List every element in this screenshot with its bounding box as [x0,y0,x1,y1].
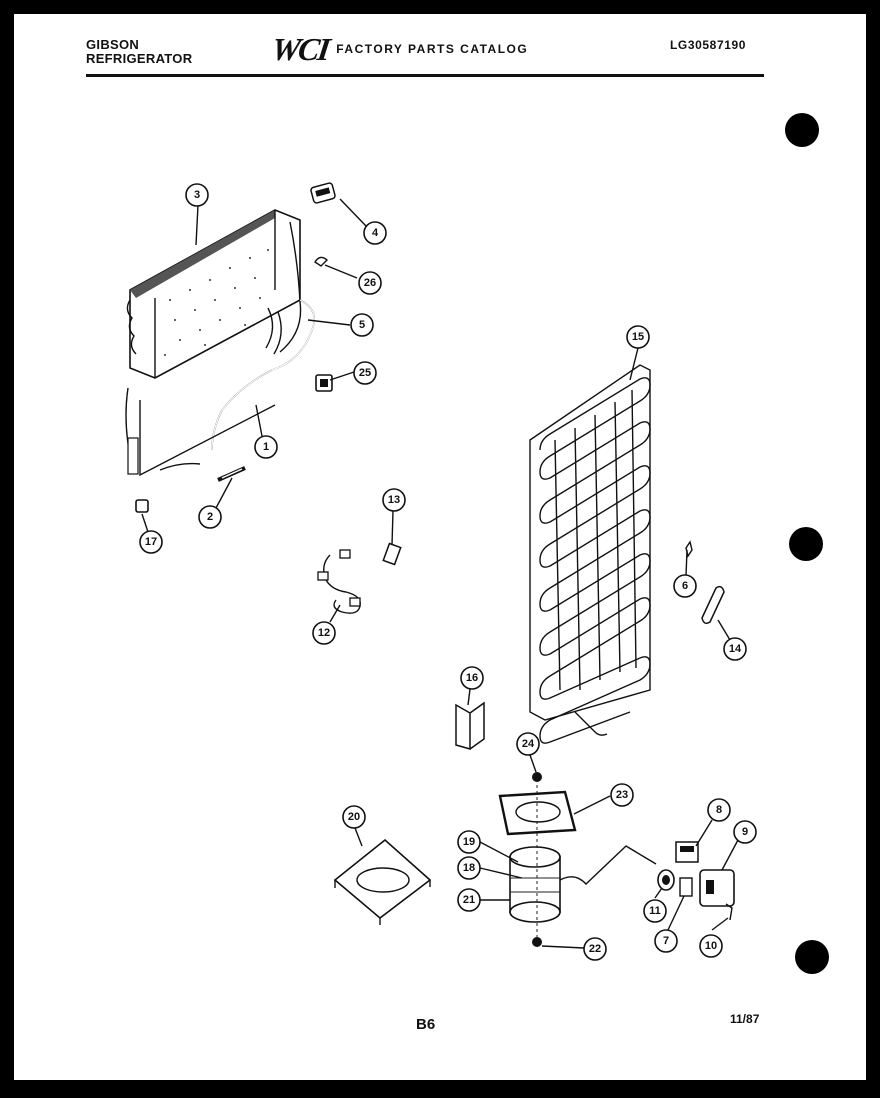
svg-text:13: 13 [388,494,400,506]
svg-text:7: 7 [663,935,669,947]
svg-text:4: 4 [372,227,379,239]
callout-18: 18 [457,856,481,880]
svg-text:19: 19 [463,836,475,848]
callout-2: 2 [198,505,222,529]
callout-5: 5 [350,313,374,337]
callout-17: 17 [139,530,163,554]
svg-text:5: 5 [359,319,365,331]
svg-text:21: 21 [463,894,475,906]
catalog-title-block: WCI FACTORY PARTS CATALOG [269,31,529,67]
callout-13: 13 [382,488,406,512]
relay-assembly [657,841,735,921]
svg-text:25: 25 [359,367,371,379]
wire-harness [317,549,361,614]
svg-text:14: 14 [729,643,742,655]
part-4-shape [310,182,336,204]
leader-lines [141,198,739,949]
callout-6: 6 [673,574,697,598]
callout-8: 8 [707,798,731,822]
svg-text:23: 23 [616,789,628,801]
svg-text:22: 22 [589,943,601,955]
callout-4: 4 [363,221,387,245]
brand-name: GIBSON [86,37,140,52]
header-rule [86,74,764,77]
page-number: B6 [416,1016,436,1033]
svg-text:3: 3 [194,189,200,201]
callout-10: 10 [699,934,723,958]
svg-text:10: 10 [705,940,717,952]
svg-text:9: 9 [742,826,748,838]
svg-text:17: 17 [145,536,157,548]
binder-hole-middle [789,527,823,561]
callout-15: 15 [626,325,650,349]
svg-text:15: 15 [632,331,644,343]
callout-25: 25 [353,361,377,385]
binder-hole-bottom [795,940,829,974]
callout-23: 23 [610,783,634,807]
brand-block: GIBSON REFRIGERATOR [86,38,192,66]
callout-19: 19 [457,830,481,854]
callout-9: 9 [733,820,757,844]
svg-text:1: 1 [263,441,269,453]
callout-20: 20 [342,805,366,829]
callout-26: 26 [358,271,382,295]
catalog-title: FACTORY PARTS CATALOG [336,42,529,56]
svg-text:11: 11 [649,905,661,917]
callout-21: 21 [457,888,481,912]
catalog-date: 11/87 [730,1012,760,1026]
svg-text:12: 12 [318,627,330,639]
catalog-code: LG30587190 [670,38,747,52]
callout-14: 14 [723,637,747,661]
callout-7: 7 [654,929,678,953]
compressor [509,845,657,923]
callout-12: 12 [312,621,336,645]
callout-1: 1 [254,435,278,459]
svg-text:8: 8 [716,804,722,816]
svg-text:26: 26 [364,277,376,289]
tubing [125,299,315,477]
svg-text:20: 20 [348,811,360,823]
svg-text:2: 2 [207,511,213,523]
svg-text:6: 6 [682,580,688,592]
callout-22: 22 [583,937,607,961]
mounting-plate [333,838,432,925]
product-name: REFRIGERATOR [86,51,193,66]
svg-text:24: 24 [522,738,535,750]
callout-3: 3 [185,183,209,207]
callout-16: 16 [460,666,484,690]
svg-text:16: 16 [466,672,478,684]
condenser-assembly [126,209,302,379]
svg-text:18: 18 [463,862,475,874]
callout-24: 24 [516,732,540,756]
binder-hole-top [785,113,819,147]
compressor-cover [498,790,577,836]
condenser-coil-grid [529,364,651,744]
callout-11: 11 [643,899,667,923]
